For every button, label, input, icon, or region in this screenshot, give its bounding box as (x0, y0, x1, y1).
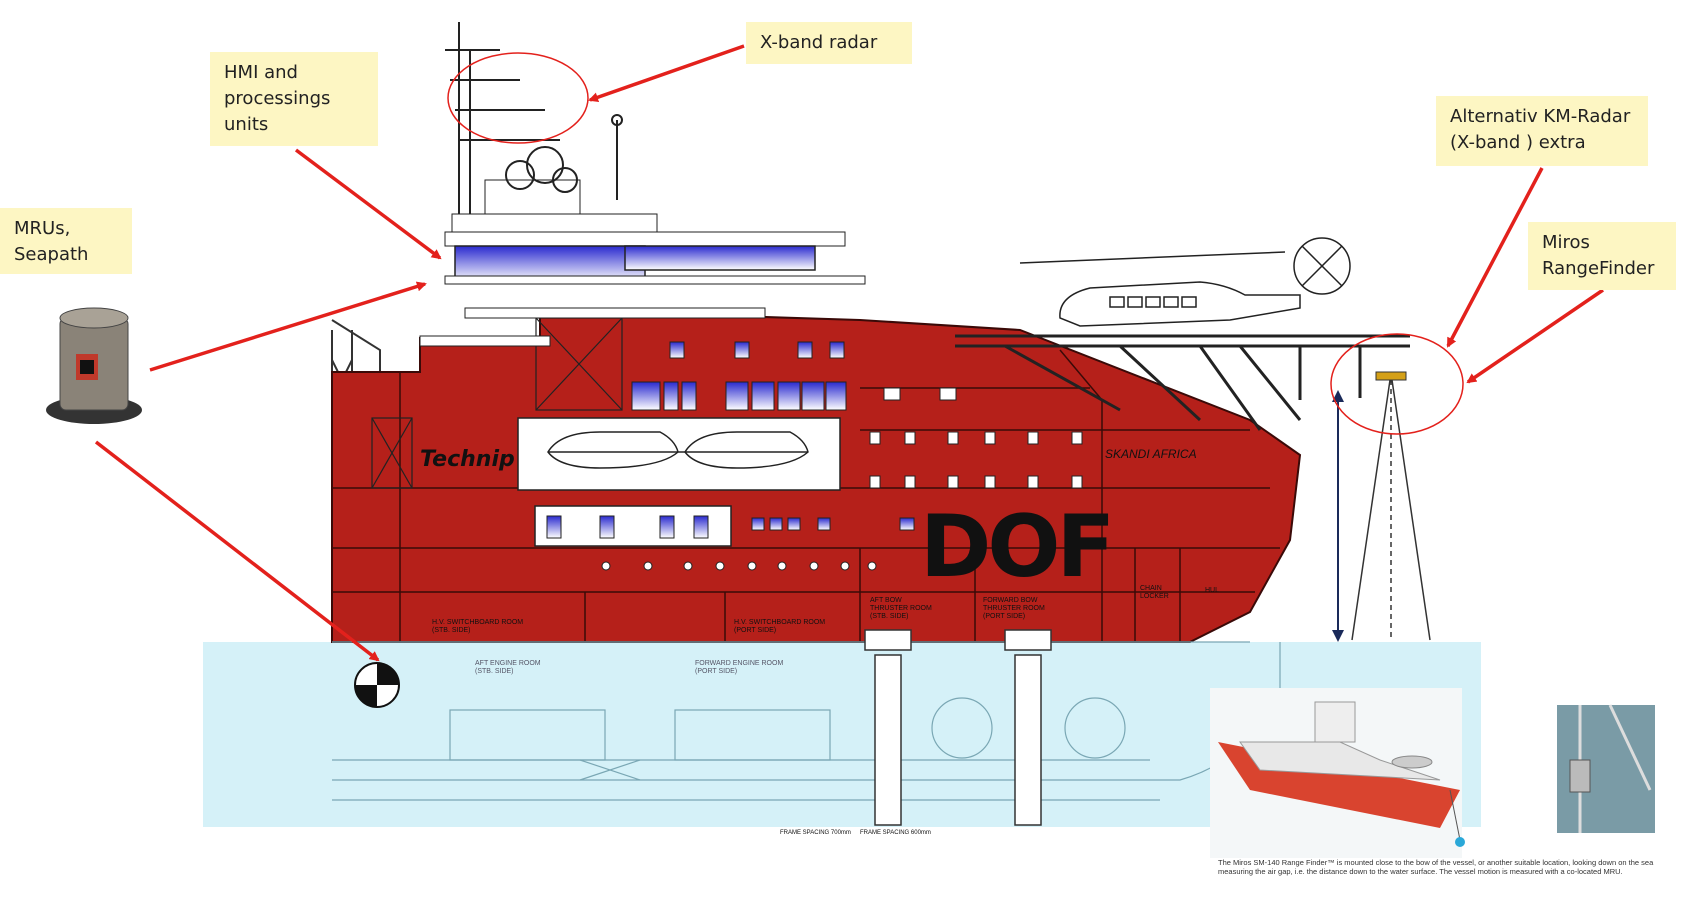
room-label-hul: HUL (1205, 587, 1219, 594)
xband-radar-callout: X-band radar (746, 22, 912, 64)
deck-lines (332, 349, 1280, 642)
lifeboats (547, 431, 809, 469)
label-line: (PORT SIDE) (695, 668, 737, 675)
label-line: (PORT SIDE) (983, 613, 1025, 620)
km-radar-callout: Alternativ KM-Radar (X-band ) extra (1436, 96, 1648, 166)
vessel-name: SKANDI AFRICA (1105, 447, 1197, 461)
frame-spacing-1: FRAME SPACING 700mm (780, 830, 851, 836)
hatch-panels (371, 317, 623, 489)
helicopter (1019, 237, 1351, 327)
hmi-callout: HMI and processings units (210, 52, 378, 146)
vessel-photo-inset (1210, 688, 1465, 858)
callout-arrows (94, 44, 1604, 662)
room-label-fwd-engine: FORWARD ENGINE ROOM(PORT SIDE) (695, 660, 783, 675)
superstructure (419, 179, 866, 347)
lower-bay-windows (546, 515, 915, 539)
helideck (955, 334, 1410, 431)
portholes (601, 431, 1083, 571)
xband-radar-highlight (447, 52, 589, 144)
room-label-hv-stb: H.V. SWITCHBOARD ROOM(STB. SIDE) (432, 619, 523, 634)
label-line: THRUSTER ROOM (983, 605, 1045, 612)
room-label-hv-port: H.V. SWITCHBOARD ROOM(PORT SIDE) (734, 619, 825, 634)
label-line: (PORT SIDE) (734, 627, 776, 634)
mru-device-image (46, 307, 142, 424)
operator-logo: DOF (920, 497, 1111, 597)
rangefinder-highlight (1330, 333, 1464, 435)
thrusters (864, 629, 1052, 826)
miros-rangefinder-callout: Miros RangeFinder (1528, 222, 1676, 290)
mru-callout: MRUs, Seapath (0, 208, 132, 274)
hull-windows (631, 341, 957, 411)
label-line: (STB. SIDE) (475, 668, 514, 675)
frame-spacing-2: FRAME SPACING 600mm (860, 830, 931, 836)
rangefinder-photo-inset (1557, 704, 1655, 833)
charterer-logo: Technip (420, 447, 515, 472)
air-gap-indicator (1332, 371, 1431, 642)
label-line: (STB. SIDE) (432, 627, 471, 634)
label-line: LOCKER (1140, 593, 1169, 600)
label-line: (STB. SIDE) (870, 613, 909, 620)
rangefinder-caption: The Miros SM-140 Range Finder™ is mounte… (1218, 858, 1654, 876)
room-label-aft-engine: AFT ENGINE ROOM(STB. SIDE) (475, 660, 541, 675)
label-line: THRUSTER ROOM (870, 605, 932, 612)
cog-marker (354, 662, 400, 708)
